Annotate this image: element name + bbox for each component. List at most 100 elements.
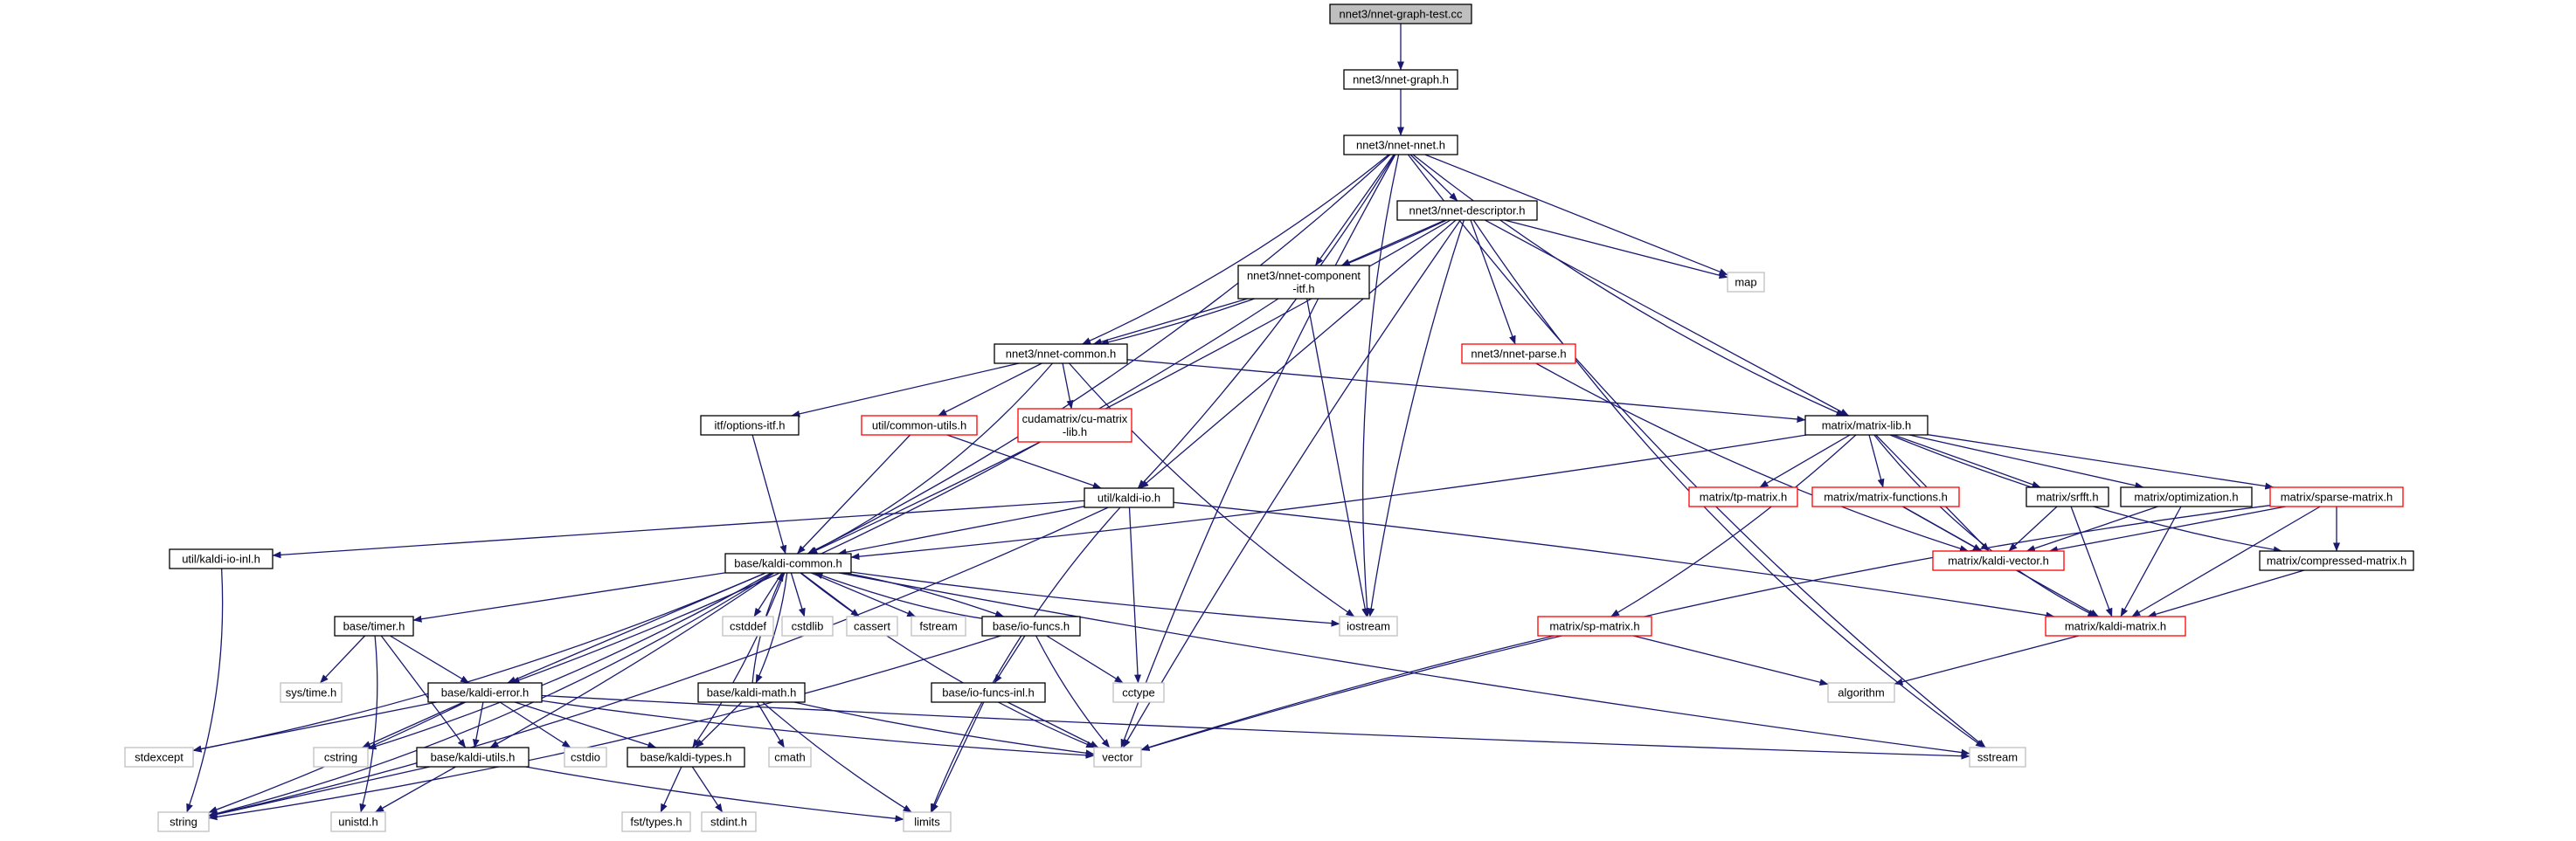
node-nnet-graph[interactable]: nnet3/nnet-graph.h (1343, 69, 1458, 90)
edge-timer-to-sys-time (319, 635, 366, 684)
node-box (280, 682, 343, 703)
node-fst-types: fst/types.h (621, 811, 691, 832)
node-nnet-nnet[interactable]: nnet3/nnet-nnet.h (1343, 134, 1458, 155)
edge-kaldi-matrix-to-algorithm (1894, 635, 2080, 686)
edge-kaldi-error-to-sstream (541, 694, 1970, 760)
node-nnet-component-itf[interactable]: nnet3/nnet-component-itf.h (1237, 265, 1370, 300)
node-label: nnet3/nnet-common.h (1006, 348, 1116, 361)
node-label: nnet3/nnet-graph.h (1353, 73, 1449, 86)
node-sp-matrix[interactable]: matrix/sp-matrix.h (1537, 616, 1652, 637)
edge-kaldi-math-to-cmath (756, 701, 786, 748)
node-io-funcs-inl[interactable]: base/io-funcs-inl.h (931, 682, 1046, 703)
node-box (846, 616, 898, 637)
edge-matrix-lib-to-matrix-functions (1868, 434, 1885, 488)
edge-common-utils-to-kaldi-common (796, 434, 911, 555)
edge-nnet-descriptor-to-nnet-parse (1470, 219, 1516, 345)
node-kaldi-io-inl[interactable]: util/kaldi-io-inl.h (169, 548, 274, 569)
node-compressed-matrix[interactable]: matrix/compressed-matrix.h (2259, 550, 2414, 571)
node-matrix-lib[interactable]: matrix/matrix-lib.h (1804, 415, 1929, 436)
node-box (1396, 200, 1538, 221)
node-box (2025, 486, 2109, 507)
node-label: stdint.h (710, 816, 747, 829)
node-label: nnet3/nnet-component (1247, 269, 1361, 282)
node-box (1237, 265, 1370, 300)
node-label: cstring (324, 751, 357, 764)
node-options-itf[interactable]: itf/options-itf.h (700, 415, 800, 436)
node-cstring: cstring (313, 747, 369, 768)
node-kaldi-types[interactable]: base/kaldi-types.h (627, 747, 745, 768)
edge-nnet-descriptor-to-iostream (1368, 219, 1465, 617)
node-cmath: cmath (768, 747, 812, 768)
node-io-funcs[interactable]: base/io-funcs.h (981, 616, 1081, 637)
node-sstream: sstream (1969, 747, 2026, 768)
node-box (1827, 682, 1895, 703)
node-label: fst/types.h (630, 816, 682, 829)
node-nnet-common[interactable]: nnet3/nnet-common.h (994, 343, 1128, 364)
node-root[interactable]: nnet3/nnet-graph-test.cc (1329, 3, 1472, 24)
node-box (621, 811, 691, 832)
edge-kaldi-utils-to-limits (525, 766, 904, 823)
node-label: nnet3/nnet-parse.h (1471, 348, 1566, 361)
node-kaldi-math[interactable]: base/kaldi-math.h (697, 682, 806, 703)
edge-sp-matrix-to-algorithm (1632, 635, 1829, 686)
node-kaldi-matrix[interactable]: matrix/kaldi-matrix.h (2045, 616, 2186, 637)
edge-io-funcs-to-kaldi-common (814, 572, 983, 619)
edge-kaldi-math-to-limits (762, 701, 912, 813)
node-optimization[interactable]: matrix/optimization.h (2120, 486, 2253, 507)
edge-nnet-descriptor-to-kaldi-io (1139, 219, 1457, 489)
edge-srfft-to-kaldi-vector (2008, 506, 2058, 552)
node-nnet-parse[interactable]: nnet3/nnet-parse.h (1461, 343, 1576, 364)
edge-matrix-lib-to-kaldi-matrix (1873, 434, 2097, 617)
node-label: matrix/sp-matrix.h (1549, 620, 1639, 633)
edge-kaldi-io-to-cctype (1128, 507, 1142, 684)
node-tp-matrix[interactable]: matrix/tp-matrix.h (1688, 486, 1798, 507)
node-kaldi-io[interactable]: util/kaldi-io.h (1084, 487, 1174, 508)
node-iostream: iostream (1339, 616, 1398, 637)
edge-kaldi-error-to-cstring (362, 701, 464, 748)
node-label: base/io-funcs-inl.h (942, 686, 1035, 700)
edge-nnet-component-itf-to-nnet-common (1092, 298, 1248, 346)
edge-nnet-descriptor-to-vector (1122, 219, 1461, 748)
node-box (1537, 616, 1652, 637)
edge-kaldi-common-to-string (208, 572, 773, 817)
edge-kaldi-utils-to-string (208, 766, 430, 818)
node-kaldi-utils[interactable]: base/kaldi-utils.h (416, 747, 530, 768)
node-timer[interactable]: base/timer.h (334, 616, 414, 637)
edge-io-funcs-to-string (208, 635, 1001, 821)
node-kaldi-common[interactable]: base/kaldi-common.h (724, 553, 852, 574)
node-box (781, 616, 834, 637)
node-common-utils[interactable]: util/common-utils.h (861, 415, 978, 436)
node-kaldi-vector[interactable]: matrix/kaldi-vector.h (1932, 550, 2065, 571)
node-label: nnet3/nnet-graph-test.cc (1340, 8, 1463, 21)
node-fstream: fstream (911, 616, 966, 637)
node-srfft[interactable]: matrix/srfft.h (2025, 486, 2109, 507)
node-label: base/timer.h (343, 620, 405, 633)
edge-sparse-matrix-to-vector (1140, 505, 2271, 751)
node-label: base/kaldi-utils.h (431, 751, 516, 764)
edge-io-funcs-inl-to-vector (1007, 701, 1099, 748)
edge-kaldi-common-to-cstdlib (790, 572, 806, 617)
node-box (700, 415, 800, 436)
edge-nnet-common-to-options-itf (791, 362, 1020, 417)
edge-nnet-descriptor-to-nnet-component-itf (1340, 219, 1446, 266)
node-cstdio: cstdio (564, 747, 607, 768)
edge-nnet-nnet-to-nnet-component-itf (1314, 154, 1395, 266)
node-box (768, 747, 812, 768)
node-cu-matrix-lib[interactable]: cudamatrix/cu-matrix-lib.h (1017, 408, 1132, 443)
node-box (564, 747, 607, 768)
node-nnet-descriptor[interactable]: nnet3/nnet-descriptor.h (1396, 200, 1538, 221)
node-sparse-matrix[interactable]: matrix/sparse-matrix.h (2269, 486, 2404, 507)
node-stdexcept: stdexcept (124, 747, 194, 768)
edge-srfft-to-kaldi-matrix (2070, 506, 2113, 617)
node-label: util/kaldi-io.h (1098, 492, 1160, 505)
node-kaldi-error[interactable]: base/kaldi-error.h (427, 682, 543, 703)
node-matrix-functions[interactable]: matrix/matrix-functions.h (1811, 486, 1960, 507)
edge-kaldi-io-to-limits (930, 507, 1121, 813)
node-box (2259, 550, 2414, 571)
edge-nnet-nnet-to-kaldi-common (807, 154, 1391, 555)
node-box (1804, 415, 1929, 436)
node-cstddef: cstddef (722, 616, 774, 637)
edge-nnet-nnet-to-sstream (1407, 154, 1986, 748)
edge-kaldi-math-to-vector (793, 701, 1095, 757)
